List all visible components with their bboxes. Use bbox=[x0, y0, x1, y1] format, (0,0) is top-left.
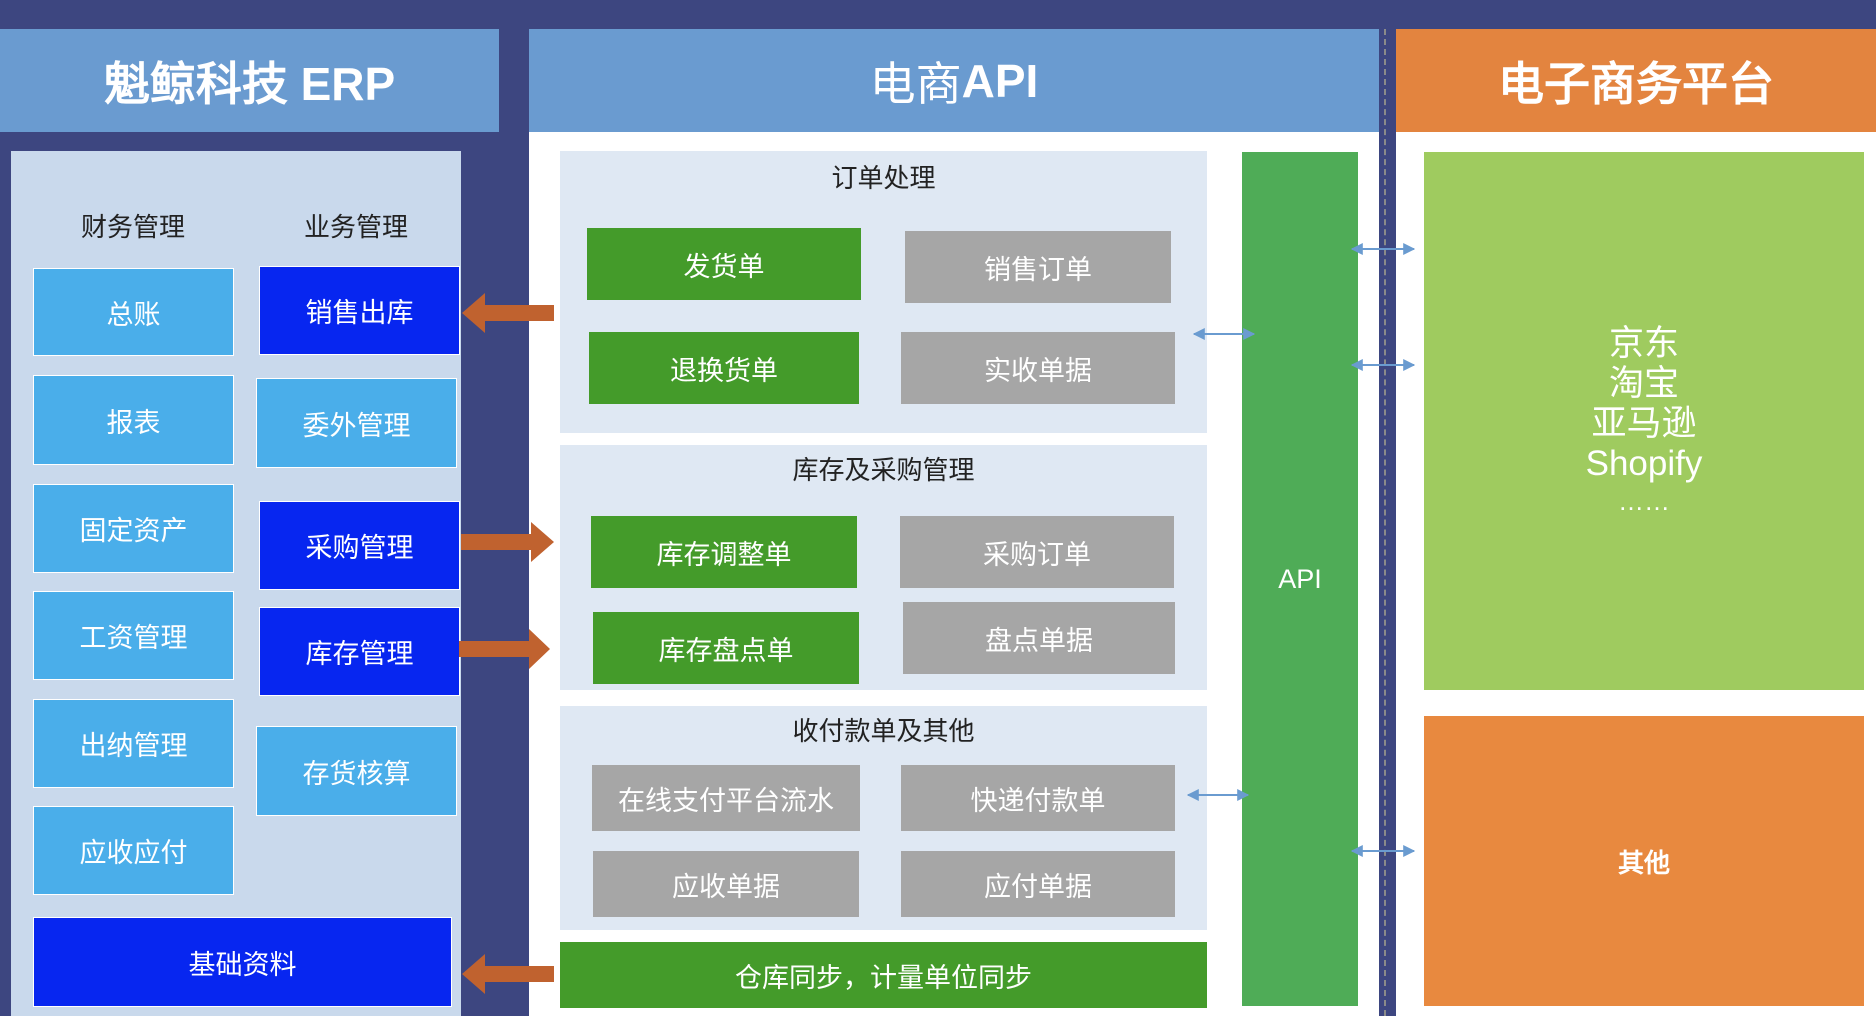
finance-management-title: 财务管理 bbox=[80, 211, 185, 242]
sync-bar: 仓库同步，计量单位同步 bbox=[560, 942, 1207, 1008]
ecommerce-header: 电子商务平台 bbox=[1396, 29, 1876, 132]
payment-item-payable-docs: 应付单据 bbox=[901, 851, 1175, 917]
inventory-item-adjustment: 库存调整单 bbox=[591, 516, 857, 588]
platform-jd: 京东 bbox=[1608, 324, 1679, 363]
boundary-dashed-line bbox=[1384, 29, 1386, 1016]
order-processing-title: 订单处理 bbox=[831, 162, 936, 193]
arrow-left-base-data bbox=[462, 954, 554, 994]
finance-item-fixed-assets: 固定资产 bbox=[33, 484, 234, 573]
arrow-right-purchase bbox=[461, 522, 554, 562]
business-management-title: 业务管理 bbox=[303, 211, 408, 242]
inventory-item-stocktake-documents: 盘点单据 bbox=[903, 602, 1175, 674]
erp-title: 魁鲸科技 ERP bbox=[103, 57, 396, 110]
business-item-outsourcing: 委外管理 bbox=[256, 378, 457, 468]
order-item-return-exchange: 退换货单 bbox=[589, 332, 859, 404]
order-item-delivery-note: 发货单 bbox=[587, 228, 861, 300]
payment-item-courier-payment: 快递付款单 bbox=[901, 765, 1175, 831]
api-label: API bbox=[1278, 563, 1322, 594]
platform-more: …… bbox=[1618, 486, 1670, 516]
api-bar: API bbox=[1242, 152, 1358, 1006]
erp-header: 魁鲸科技 ERP bbox=[0, 29, 499, 132]
base-data: 基础资料 bbox=[33, 917, 452, 1007]
api-title-strong: API bbox=[961, 54, 1039, 107]
finance-item-payroll: 工资管理 bbox=[33, 591, 234, 680]
business-item-sales-outbound: 销售出库 bbox=[259, 266, 460, 355]
payment-item-receivable-docs: 应收单据 bbox=[593, 851, 859, 917]
other-platforms-label: 其他 bbox=[1617, 847, 1670, 878]
business-item-inventory-accounting: 存货核算 bbox=[256, 726, 457, 816]
platform-taobao: 淘宝 bbox=[1608, 364, 1679, 403]
finance-item-cashier: 出纳管理 bbox=[33, 699, 234, 788]
platform-box: 京东 淘宝 亚马逊 Shopify …… bbox=[1424, 152, 1864, 690]
arrow-right-inventory bbox=[459, 629, 550, 669]
arrow-left-sales-outbound bbox=[462, 293, 554, 333]
payment-item-online-flow: 在线支付平台流水 bbox=[592, 765, 860, 831]
order-item-receipt-documents: 实收单据 bbox=[901, 332, 1175, 404]
api-title-prefix: 电商 bbox=[869, 57, 962, 110]
finance-item-reports: 报表 bbox=[33, 375, 234, 465]
platform-shopify: Shopify bbox=[1585, 444, 1703, 483]
business-item-inventory: 库存管理 bbox=[259, 607, 460, 696]
payment-section-title: 收付款单及其他 bbox=[792, 715, 975, 746]
other-platforms-box: 其他 bbox=[1424, 716, 1864, 1006]
platform-amazon: 亚马逊 bbox=[1591, 404, 1697, 443]
inventory-item-stocktake: 库存盘点单 bbox=[593, 612, 859, 684]
inventory-item-purchase-order: 采购订单 bbox=[900, 516, 1174, 588]
inventory-purchase-title: 库存及采购管理 bbox=[792, 454, 975, 485]
finance-item-receivables-payables: 应收应付 bbox=[33, 806, 234, 895]
business-item-purchase: 采购管理 bbox=[259, 501, 460, 590]
finance-item-general-ledger: 总账 bbox=[33, 268, 234, 356]
ecommerce-title: 电子商务平台 bbox=[1498, 57, 1774, 110]
order-item-sales-order: 销售订单 bbox=[905, 231, 1171, 303]
